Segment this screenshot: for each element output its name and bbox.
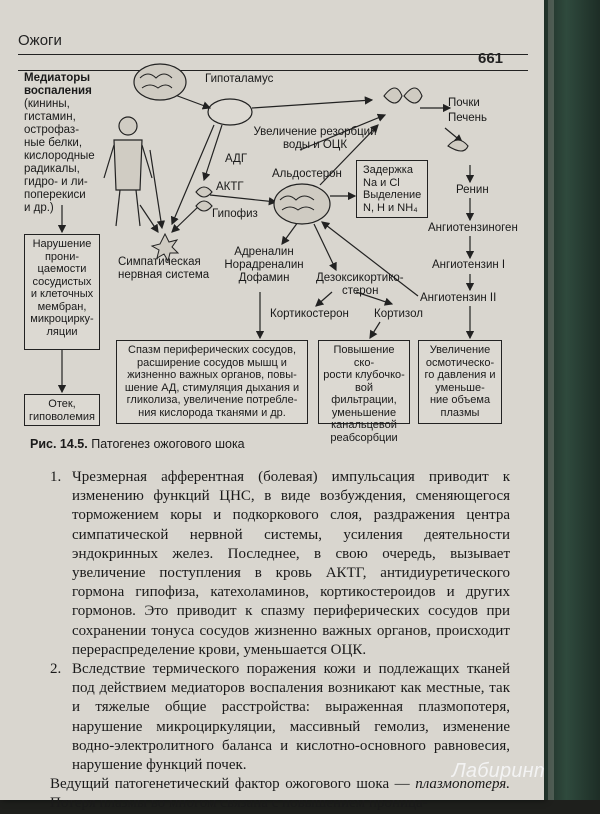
paragraph-end: Потеря плазмы во многом связана с повыше… bbox=[50, 795, 428, 812]
liver-icon bbox=[447, 139, 469, 152]
doc-label: Дезоксикортико- стерон bbox=[316, 272, 404, 297]
list-number-1: 1. bbox=[50, 469, 62, 485]
aldosterone-label: Альдостерон bbox=[272, 168, 342, 180]
book-binding bbox=[544, 0, 600, 800]
edema-box: Отек, гиповолемия bbox=[24, 394, 100, 426]
hypothalamus-label: Гипоталамус bbox=[205, 73, 274, 85]
header-rule bbox=[18, 70, 528, 71]
page-number: 661 bbox=[478, 50, 504, 67]
book-page: Ожоги 661 bbox=[0, 0, 577, 800]
mediators-title: Медиаторы воспаления bbox=[24, 72, 92, 97]
list-text-1: Чрезмерная афферентная (болевая) импульс… bbox=[72, 469, 510, 658]
filtration-box: Повышение ско- рости клубочко- вой фильт… bbox=[318, 340, 410, 444]
running-header: Ожоги bbox=[18, 32, 528, 55]
sympathetic-star-icon bbox=[150, 232, 180, 263]
osmotic-box: Увеличение осмотическо- го давления и ум… bbox=[418, 340, 502, 424]
cortisol-label: Кортизол bbox=[374, 308, 423, 320]
caption-label: Рис. 14.5. bbox=[30, 437, 88, 451]
paragraph-start: Ведущий патогенетический фактор ожоговог… bbox=[50, 776, 416, 793]
adh-label: АДГ bbox=[225, 153, 248, 165]
list-text-2: Вследствие термического поражения кожи и… bbox=[72, 661, 510, 774]
liver-label: Печень bbox=[448, 112, 488, 124]
list-number-2: 2. bbox=[50, 661, 62, 678]
person-figure-icon bbox=[103, 116, 153, 227]
brain-icon-1 bbox=[133, 63, 187, 101]
mediators-list: (кинины, гистамин, острофаз- ные белки, … bbox=[24, 98, 95, 214]
list-item-2: 2. Вследствие термического поражения кож… bbox=[50, 660, 510, 775]
resorption-label: Увеличение резорбции воды и ОЦК bbox=[253, 126, 377, 151]
brain-icon-2 bbox=[273, 183, 331, 225]
retention-box: Задержка Na и Cl Выделение N, H и NH₄ bbox=[356, 160, 428, 218]
angiotensin2-label: Ангиотензин II bbox=[420, 292, 497, 304]
list-item-1: 1. Чрезмерная афферентная (болевая) импу… bbox=[50, 468, 510, 660]
sympathetic-label: Симпатическая нервная система bbox=[118, 256, 210, 281]
acth-label: АКТГ bbox=[216, 181, 244, 193]
pituitary-label: Гипофиз bbox=[212, 208, 258, 220]
angiotensinogen-label: Ангиотензиноген bbox=[428, 222, 518, 234]
paragraph-italic: плазмопотеря. bbox=[415, 776, 510, 793]
renin-label: Ренин bbox=[456, 184, 489, 196]
binding-edge bbox=[548, 0, 554, 800]
spasm-box: Спазм периферических сосудов, расширение… bbox=[116, 340, 308, 424]
diagram-arrows bbox=[57, 63, 475, 394]
kidneys-label: Почки bbox=[448, 97, 480, 109]
angiotensin1-label: Ангиотензин I bbox=[432, 259, 506, 271]
caption-text: Патогенез ожогового шока bbox=[91, 437, 245, 451]
figure-diagram: Медиаторы воспаления (кинины, гистамин, … bbox=[0, 0, 544, 444]
pituitary-icon bbox=[195, 186, 213, 212]
section-title: Ожоги bbox=[18, 32, 62, 49]
figure-caption: Рис. 14.5. Патогенез ожогового шока bbox=[30, 437, 245, 451]
hypothalamus-oval bbox=[207, 98, 253, 126]
corticosterone-label: Кортикостерон bbox=[270, 308, 349, 320]
permeability-box: Нарушение прони- цаемости сосудистых и к… bbox=[24, 234, 100, 350]
body-text: 1. Чрезмерная афферентная (болевая) импу… bbox=[50, 468, 510, 814]
paragraph: Ведущий патогенетический фактор ожоговог… bbox=[50, 775, 510, 813]
catecholamines-label: Адреналин Норадреналин Дофамин bbox=[224, 246, 304, 284]
kidneys-icon bbox=[383, 87, 423, 104]
